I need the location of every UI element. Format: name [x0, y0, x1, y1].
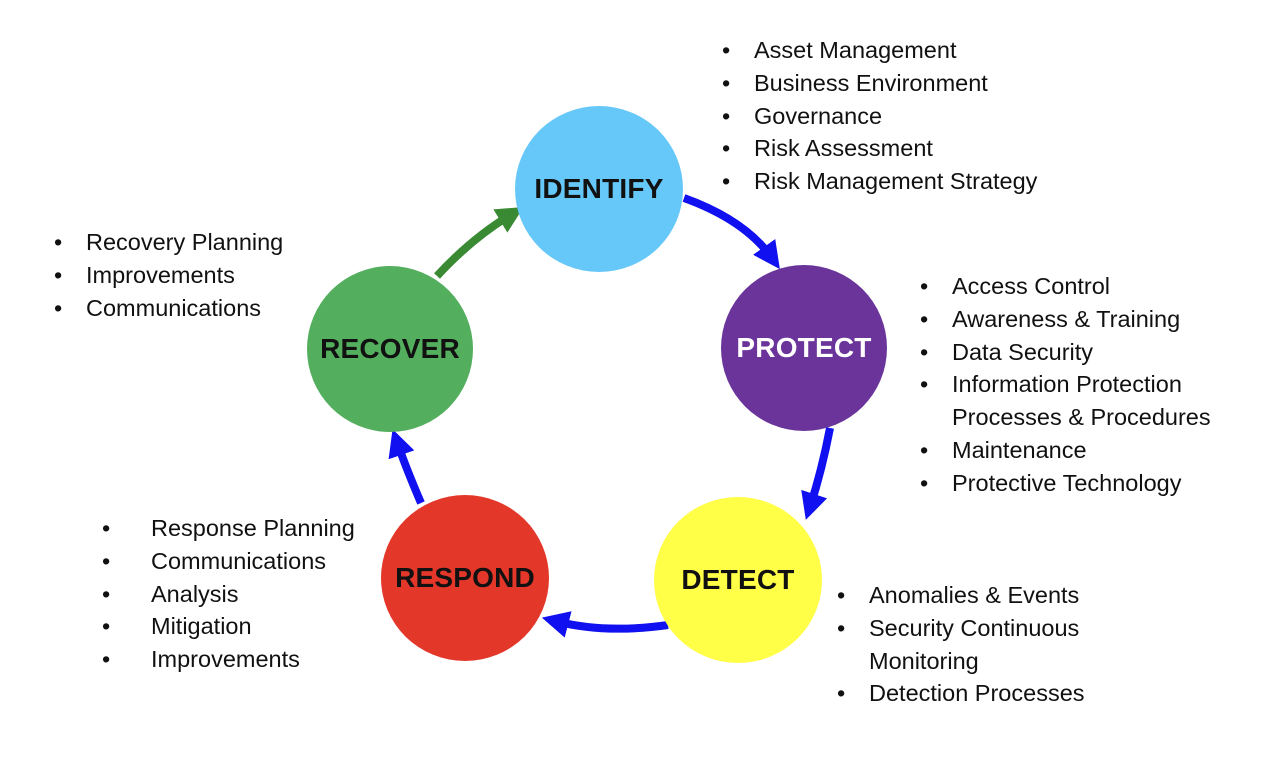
arrow-protect-to-detect	[801, 427, 834, 520]
identify-category-list: Asset Management Business Environment Go…	[722, 34, 1037, 198]
respond-circle: RESPOND	[381, 495, 549, 661]
list-item: Mitigation	[102, 610, 355, 643]
respond-label: RESPOND	[395, 562, 535, 593]
list-item-text: Data Security	[952, 338, 1094, 365]
detect-label: DETECT	[681, 564, 795, 595]
list-item-text: Communications	[86, 294, 262, 321]
list-item: Data Security	[920, 336, 1211, 369]
list-item-text: Improvements	[151, 646, 300, 673]
list-item-text: Awareness & Training	[952, 305, 1181, 332]
identify-circle: IDENTIFY	[515, 106, 683, 272]
recover-label: RECOVER	[320, 333, 460, 364]
list-item-text: Access Control	[952, 273, 1111, 299]
list-item-text: Risk Management Strategy	[754, 168, 1038, 195]
list-item: Maintenance	[920, 434, 1211, 467]
list-item-text: Analysis	[151, 580, 239, 607]
list-item: Information Protection Processes & Proce…	[920, 368, 1211, 434]
list-item: Anomalies & Events	[837, 579, 1085, 612]
recover-circle: RECOVER	[307, 266, 473, 432]
list-item-text: Information Protection	[952, 371, 1182, 398]
list-item-text-continued: Processes & Procedures	[952, 404, 1211, 431]
list-item-text: Mitigation	[151, 613, 252, 640]
list-item-text: Communications	[151, 547, 327, 574]
list-item-text: Security Continuous	[869, 614, 1080, 641]
arrow-detect-to-respond	[541, 611, 669, 638]
list-item-text-continued: Monitoring	[869, 647, 979, 674]
list-item: Awareness & Training	[920, 303, 1211, 336]
list-item: Detection Processes	[837, 677, 1085, 710]
list-item: Communications	[54, 292, 283, 325]
list-item: Analysis	[102, 578, 355, 611]
list-item: Risk Management Strategy	[722, 165, 1037, 198]
list-item-text: Business Environment	[754, 69, 988, 96]
recover-category-list: Recovery Planning Improvements Communica…	[54, 226, 283, 324]
list-item-text: Anomalies & Events	[869, 582, 1080, 608]
detect-category-list: Anomalies & Events Security Continuous M…	[837, 579, 1085, 710]
protect-category-list: Access Control Awareness & Training Data…	[920, 270, 1211, 500]
list-item-text: Maintenance	[952, 436, 1087, 463]
detect-circle: DETECT	[654, 497, 822, 663]
list-item: Communications	[102, 545, 355, 578]
protect-circle: PROTECT	[721, 265, 887, 431]
arrow-identify-to-protect	[682, 194, 780, 270]
list-item-text: Asset Management	[754, 37, 957, 63]
list-item-text: Protective Technology	[952, 469, 1182, 496]
list-item-text: Improvements	[86, 261, 235, 288]
list-item: Business Environment	[722, 67, 1037, 100]
list-item: Protective Technology	[920, 467, 1211, 500]
protect-label: PROTECT	[736, 332, 872, 363]
respond-category-list: Response Planning Communications Analysi…	[102, 512, 355, 676]
list-item: Improvements	[54, 259, 283, 292]
arrow-respond-to-recover	[388, 429, 425, 505]
list-item: Asset Management	[722, 34, 1037, 67]
list-item-text: Detection Processes	[869, 680, 1085, 707]
list-item-text: Response Planning	[151, 515, 355, 541]
list-item-text: Recovery Planning	[86, 229, 284, 255]
list-item: Improvements	[102, 643, 355, 676]
identify-label: IDENTIFY	[534, 173, 664, 204]
list-item: Security Continuous Monitoring	[837, 612, 1085, 678]
list-item-text: Governance	[754, 102, 883, 129]
list-item-text: Risk Assessment	[754, 135, 933, 162]
list-item: Recovery Planning	[54, 226, 283, 259]
list-item: Response Planning	[102, 512, 355, 545]
list-item: Access Control	[920, 270, 1211, 303]
arrow-recover-to-identify	[434, 207, 524, 279]
list-item: Governance	[722, 100, 1037, 133]
list-item: Risk Assessment	[722, 132, 1037, 165]
